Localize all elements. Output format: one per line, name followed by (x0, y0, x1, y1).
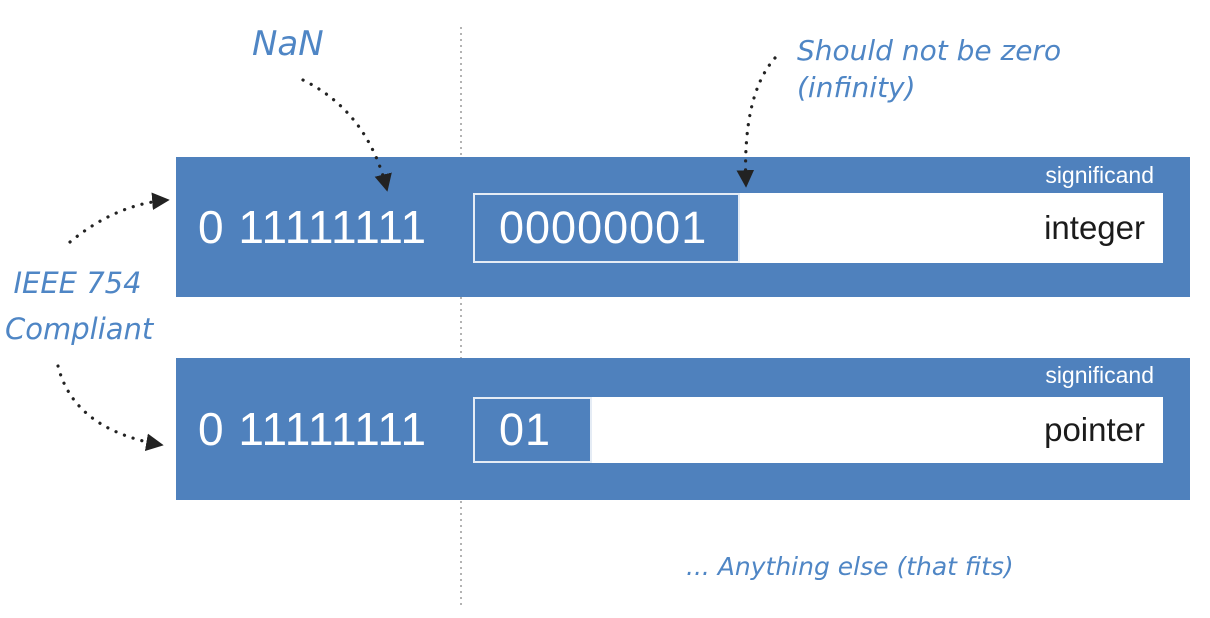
sign-exponent-bits: 0 11111111 (198, 403, 428, 455)
sign-exponent-bits: 0 11111111 (198, 201, 428, 253)
anything-else-annotation: ... Anything else (that fits) (686, 552, 1014, 581)
nan-annotation: NaN (252, 24, 324, 64)
nonzero-annotation: Should not be zero (infinity) (797, 32, 1061, 106)
tag-bits-value: 00000001 (499, 202, 708, 253)
payload-type-label: pointer (1044, 411, 1145, 448)
ieee-lower-dotted-arrow (56, 364, 164, 452)
tag-bits-box: 00000001 (473, 193, 740, 263)
ieee-754-annotation-line1: IEEE 754 (13, 266, 142, 300)
nonzero-annotation-line1: Should not be zero (797, 34, 1062, 67)
ieee-754-annotation: IEEE 754 Compliant (5, 260, 154, 352)
ieee-754-annotation-line2: Compliant (5, 312, 154, 346)
tag-bits-value: 01 (499, 404, 552, 455)
tag-bits-box: 01 (473, 397, 592, 463)
significand-label: significand (1045, 162, 1154, 188)
payload-box-pointer: pointer (592, 397, 1163, 463)
payload-type-label: integer (1044, 209, 1145, 246)
significand-label: significand (1045, 362, 1154, 388)
nonzero-annotation-line2: (infinity) (797, 71, 916, 104)
ieee-upper-dotted-arrow (68, 192, 170, 244)
float-layout-row-pointer: 0 11111111 01 pointer significand (176, 358, 1190, 500)
float-layout-row-integer: 0 11111111 00000001 integer significand (176, 157, 1190, 297)
payload-box-integer: integer (740, 193, 1163, 263)
